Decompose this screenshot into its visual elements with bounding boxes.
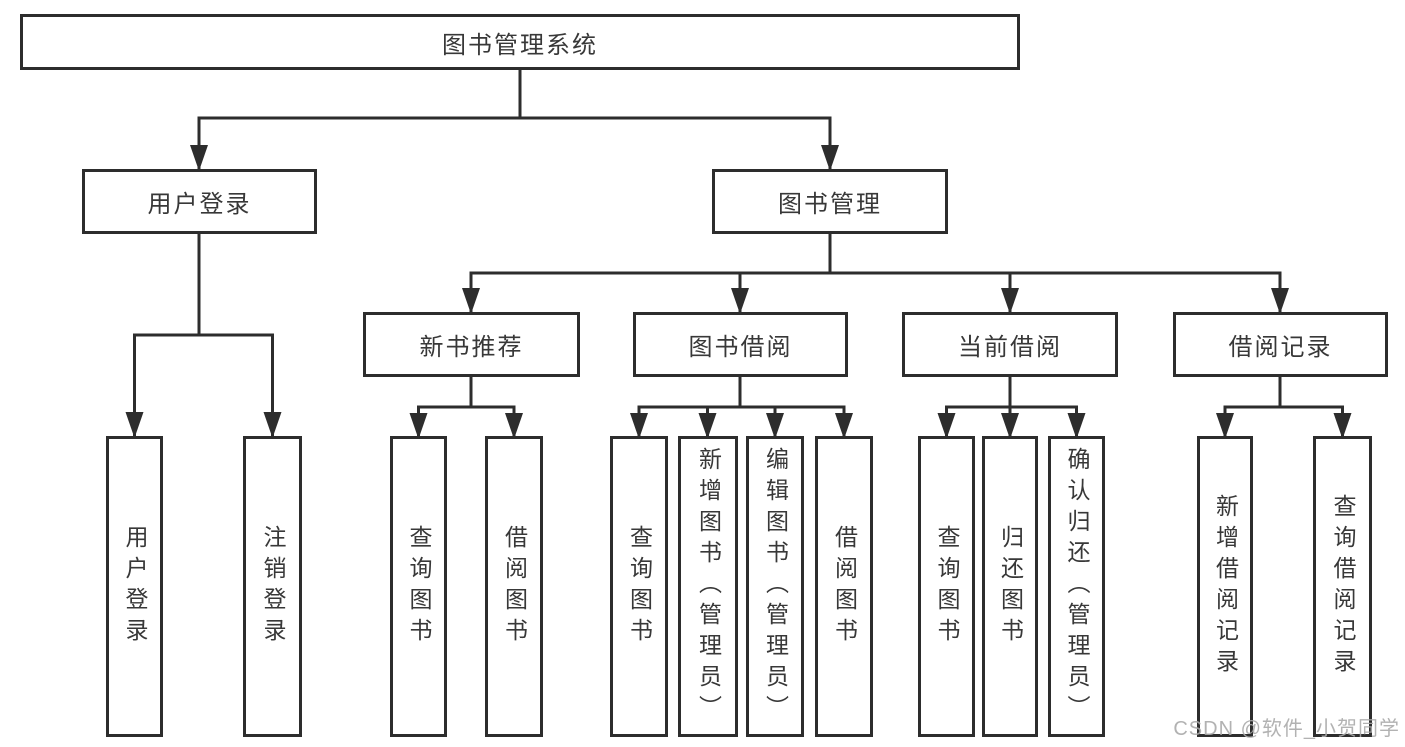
leaf-br-query-record-label: 查询借阅记录	[1330, 493, 1356, 680]
node-current-borrow: 当前借阅	[902, 312, 1118, 377]
leaf-cb-query-book: 查询图书	[918, 436, 975, 737]
csdn-watermark: CSDN @软件_小贺同学	[1173, 718, 1400, 740]
leaf-nb-query-book-label: 查询图书	[406, 524, 432, 649]
leaf-bb-edit-book: 编辑图书（管理员）	[746, 436, 804, 737]
node-user-login-label: 用户登录	[147, 191, 252, 218]
leaf-logout: 注销登录	[243, 436, 302, 737]
node-user-login: 用户登录	[82, 169, 317, 234]
leaf-br-query-record: 查询借阅记录	[1313, 436, 1372, 737]
leaf-cb-confirm-return: 确认归还（管理员）	[1048, 436, 1105, 737]
leaf-bb-borrow-book-label: 借阅图书	[831, 524, 858, 649]
node-book-borrow-label: 图书借阅	[688, 334, 793, 361]
leaf-cb-return-book: 归还图书	[982, 436, 1038, 737]
node-root: 图书管理系统	[20, 14, 1020, 70]
leaf-cb-query-book-label: 查询图书	[934, 524, 960, 649]
node-root-label: 图书管理系统	[442, 31, 598, 59]
leaf-nb-query-book: 查询图书	[390, 436, 447, 737]
node-borrow-record: 借阅记录	[1173, 312, 1388, 377]
leaf-user-login-label: 用户登录	[122, 524, 148, 649]
leaf-bb-add-book: 新增图书（管理员）	[678, 436, 738, 737]
leaf-bb-query-book: 查询图书	[610, 436, 668, 737]
leaf-nb-borrow-book: 借阅图书	[485, 436, 543, 737]
node-new-book-recommend-label: 新书推荐	[419, 334, 524, 361]
leaf-bb-borrow-book: 借阅图书	[815, 436, 873, 737]
node-book-management-label: 图书管理	[778, 191, 882, 218]
leaf-br-add-record-label: 新增借阅记录	[1212, 493, 1239, 680]
leaf-bb-query-book-label: 查询图书	[626, 524, 653, 649]
node-book-borrow: 图书借阅	[633, 312, 848, 377]
leaf-cb-confirm-return-label: 确认归还（管理员）	[1064, 447, 1090, 726]
node-book-management: 图书管理	[712, 169, 948, 234]
leaf-user-login: 用户登录	[106, 436, 163, 737]
leaf-nb-borrow-book-label: 借阅图书	[501, 524, 528, 649]
leaf-cb-return-book-label: 归还图书	[997, 524, 1024, 649]
leaf-logout-label: 注销登录	[260, 524, 286, 649]
node-new-book-recommend: 新书推荐	[363, 312, 580, 377]
node-borrow-record-label: 借阅记录	[1228, 334, 1333, 361]
node-current-borrow-label: 当前借阅	[958, 334, 1062, 361]
leaf-bb-edit-book-label: 编辑图书（管理员）	[762, 447, 789, 726]
leaf-br-add-record: 新增借阅记录	[1197, 436, 1253, 737]
leaf-bb-add-book-label: 新增图书（管理员）	[695, 447, 722, 726]
